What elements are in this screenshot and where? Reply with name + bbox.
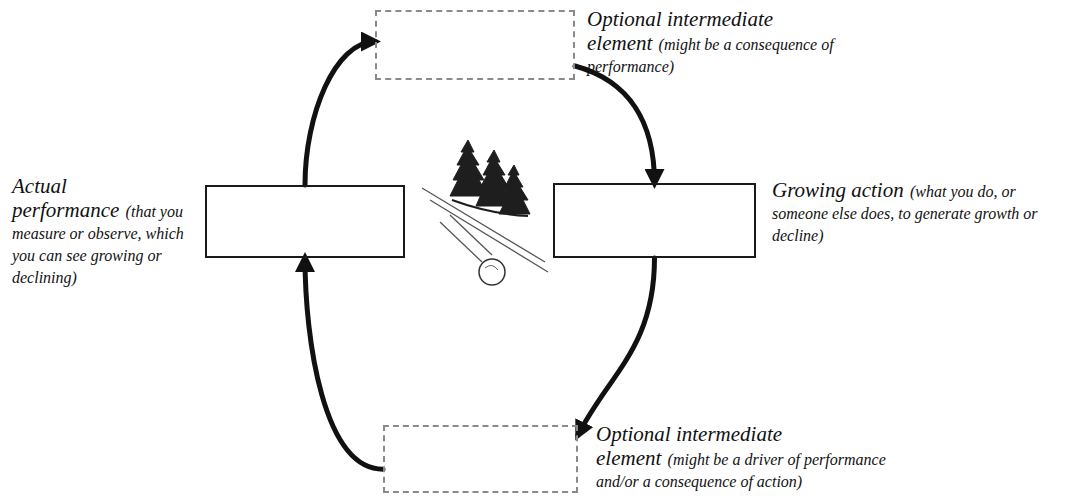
curved-arrow (575, 66, 655, 183)
box-caption: Growing action(what you do, or someone e… (772, 179, 1052, 247)
slope-line (450, 215, 492, 255)
box-caption: Optional intermediate element(might be a… (587, 8, 862, 78)
snowball (479, 259, 505, 285)
dashed-box: Optional intermediate element(might be a… (375, 10, 575, 80)
box-heading: Actual performance (12, 174, 119, 222)
pine-tree (499, 165, 530, 214)
curved-arrow (578, 258, 655, 435)
process-box: Actual performance(that you measure or o… (205, 185, 405, 258)
box-caption: Optional intermediate element(might be a… (596, 423, 896, 493)
box-caption: Actual performance(that you measure or o… (12, 175, 197, 289)
pine-trees (450, 140, 530, 216)
snowball-curl (485, 265, 498, 270)
curved-arrow (305, 258, 383, 469)
dashed-box: Optional intermediate element(might be a… (383, 425, 578, 493)
tree-base (452, 200, 528, 216)
slope-line (440, 222, 482, 262)
process-box: Growing action(what you do, or someone e… (553, 183, 756, 258)
curved-arrow (305, 42, 375, 186)
box-heading: Growing action (772, 178, 904, 202)
